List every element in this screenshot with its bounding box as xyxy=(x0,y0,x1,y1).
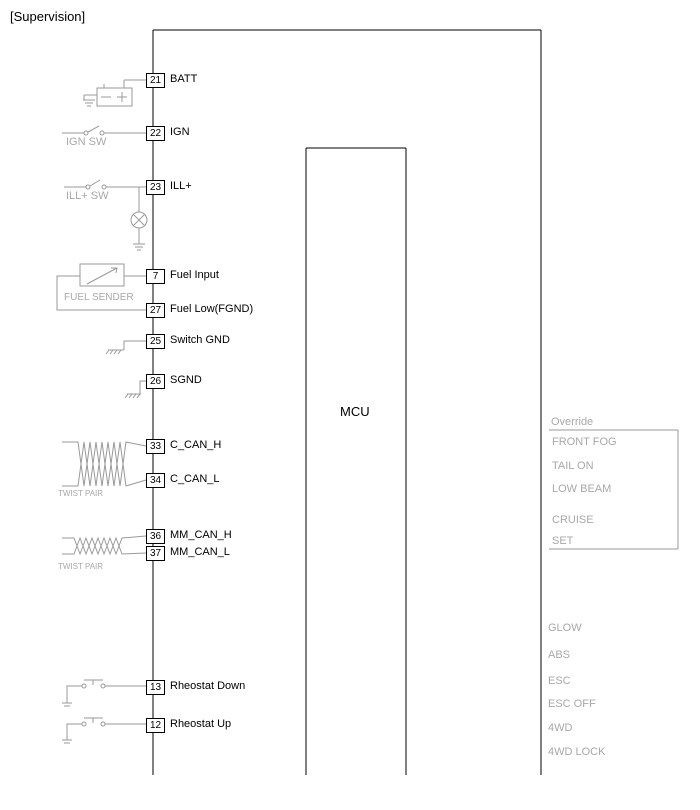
pin-label-mm-can-h: MM_CAN_H xyxy=(170,529,232,541)
override-item-set: SET xyxy=(552,535,574,547)
ill-switch-icon xyxy=(64,179,146,212)
pin-12: 12 xyxy=(146,718,165,733)
rheostat-up-switch-icon xyxy=(62,717,146,744)
override-item-cruise: CRUISE xyxy=(552,514,594,526)
pin-label-sgnd: SGND xyxy=(170,374,202,386)
indicator-glow: GLOW xyxy=(548,622,582,634)
pin-34: 34 xyxy=(146,473,165,488)
pin-27: 27 xyxy=(146,303,165,318)
pin-label-fuel-low: Fuel Low(FGND) xyxy=(170,303,254,315)
pin-label-c-can-h: C_CAN_H xyxy=(170,439,222,451)
indicator-4wd-lock: 4WD LOCK xyxy=(548,746,606,758)
pin-label-c-can-l: C_CAN_L xyxy=(170,473,220,485)
indicator-4wd: 4WD xyxy=(548,722,573,734)
pin-36: 36 xyxy=(146,529,165,544)
override-item-low-beam: LOW BEAM xyxy=(552,483,612,495)
pin-label-batt: BATT xyxy=(170,73,198,85)
override-item-tail-on: TAIL ON xyxy=(552,460,594,472)
pin-37: 37 xyxy=(146,546,165,561)
rheostat-down-switch-icon xyxy=(62,679,146,707)
override-title: Override xyxy=(551,416,594,428)
pin-label-ign: IGN xyxy=(170,126,190,138)
mcu-label: MCU xyxy=(340,404,370,419)
pin-23: 23 xyxy=(146,180,165,195)
pin-25: 25 xyxy=(146,334,165,349)
pin-7: 7 xyxy=(146,269,165,284)
override-item-front-fog: FRONT FOG xyxy=(552,436,617,448)
battery-icon xyxy=(83,79,146,107)
pin-label-ill: ILL+ xyxy=(170,180,192,192)
twist-pair-1-label: TWIST PAIR xyxy=(58,489,104,498)
pin-22: 22 xyxy=(146,126,165,141)
pin-label-rheostat-up: Rheostat Up xyxy=(170,718,232,730)
ign-switch-icon xyxy=(62,125,146,136)
override-box-frame xyxy=(549,429,679,550)
lamp-icon xyxy=(130,211,148,251)
pin-label-switch-gnd: Switch GND xyxy=(170,334,230,346)
fuel-sender-label: FUEL SENDER xyxy=(64,292,134,303)
ill-sw-label: ILL+ SW xyxy=(66,190,109,202)
signal-ground-icon xyxy=(124,380,146,399)
pin-21: 21 xyxy=(146,73,165,88)
indicator-esc-off: ESC OFF xyxy=(548,698,596,710)
indicator-abs: ABS xyxy=(548,649,571,661)
ign-sw-label: IGN SW xyxy=(66,136,107,148)
twist-pair-2-label: TWIST PAIR xyxy=(58,562,104,571)
twist-pair-2-icon xyxy=(62,535,147,556)
pin-label-rheostat-down: Rheostat Down xyxy=(170,680,246,692)
indicator-esc: ESC xyxy=(548,675,571,687)
pin-33: 33 xyxy=(146,439,165,454)
page-title: [Supervision] xyxy=(10,9,86,24)
twist-pair-1-icon xyxy=(62,441,147,487)
pin-label-mm-can-l: MM_CAN_L xyxy=(170,546,230,558)
switch-ground-icon xyxy=(105,340,146,355)
fuel-sender-icon xyxy=(56,263,146,311)
pin-26: 26 xyxy=(146,374,165,389)
pin-label-fuel-input: Fuel Input xyxy=(170,269,219,281)
pin-13: 13 xyxy=(146,680,165,695)
